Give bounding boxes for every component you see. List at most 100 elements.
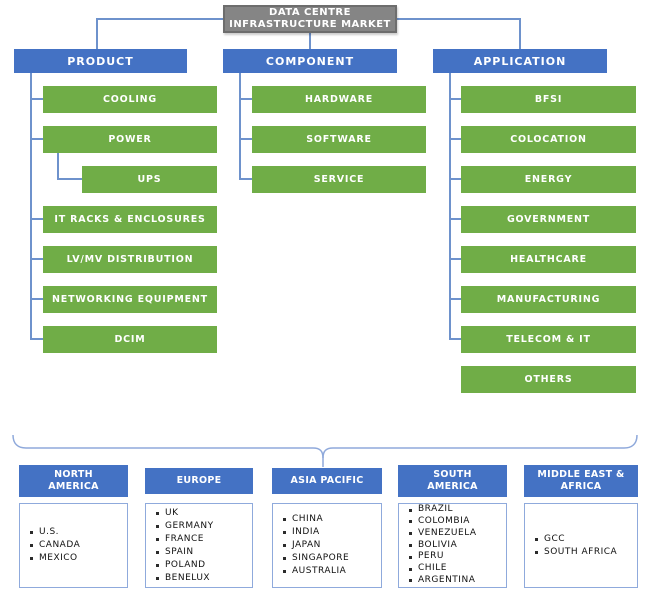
list-item: CANADA xyxy=(30,539,127,552)
country-label: COLOMBIA xyxy=(418,516,470,527)
country-label: SPAIN xyxy=(165,546,194,557)
country-label: JAPAN xyxy=(292,540,321,550)
connector-line xyxy=(239,98,252,100)
node-energy: ENERGY xyxy=(461,166,636,193)
country-label: BOLIVIA xyxy=(418,539,458,550)
node-label: SOFTWARE xyxy=(306,134,372,145)
branch-header-application: APPLICATION xyxy=(433,49,607,73)
connector-line xyxy=(30,298,43,300)
connector-line xyxy=(57,178,82,180)
node-cooling: COOLING xyxy=(43,86,217,113)
country-label: BRAZIL xyxy=(418,504,454,515)
connector-line xyxy=(30,258,43,260)
node-label: LV/MV DISTRIBUTION xyxy=(66,254,194,265)
node-label: COLOCATION xyxy=(510,134,587,145)
list-item: ARGENTINA xyxy=(409,575,506,587)
connector-line xyxy=(449,178,461,180)
connector-line xyxy=(449,218,461,220)
node-lvmv-distribution: LV/MV DISTRIBUTION xyxy=(43,246,217,273)
connector-line xyxy=(30,138,43,140)
country-label: SINGAPORE xyxy=(292,553,350,563)
list-item: GERMANY xyxy=(156,520,252,533)
list-item: SPAIN xyxy=(156,546,252,559)
country-label: UK xyxy=(165,507,179,518)
region-list-middle-east-africa: GCC SOUTH AFRICA xyxy=(524,503,638,588)
root-node-label: DATA CENTRE INFRASTRUCTURE MARKET xyxy=(229,7,391,30)
bullet-icon xyxy=(283,557,286,560)
country-label: VENEZUELA xyxy=(418,527,477,538)
node-power: POWER xyxy=(43,126,217,153)
connector-line xyxy=(96,18,223,20)
node-government: GOVERNMENT xyxy=(461,206,636,233)
country-label: BENELUX xyxy=(165,572,211,583)
list-item: INDIA xyxy=(283,526,381,539)
bullet-icon xyxy=(535,550,538,554)
connector-line xyxy=(396,18,521,20)
branch-label: APPLICATION xyxy=(473,54,567,68)
bullet-icon xyxy=(156,511,159,515)
list-item: CHILE xyxy=(409,563,506,575)
list-item: BRAZIL xyxy=(409,504,506,516)
country-label: CHILE xyxy=(418,563,447,574)
node-software: SOFTWARE xyxy=(252,126,426,153)
region-header-south-america: SOUTH AMERICA xyxy=(398,465,507,497)
connector-line xyxy=(239,73,241,180)
curly-brace xyxy=(12,434,638,467)
node-label: HEALTHCARE xyxy=(510,254,587,265)
connector-line xyxy=(239,138,252,140)
list-item: JAPAN xyxy=(283,539,381,552)
list-item: SINGAPORE xyxy=(283,552,381,565)
node-networking-equipment: NETWORKING EQUIPMENT xyxy=(43,286,217,313)
node-label: OTHERS xyxy=(524,374,573,385)
connector-line xyxy=(309,33,311,49)
region-header-north-america: NORTH AMERICA xyxy=(19,465,128,497)
connector-line xyxy=(30,98,43,100)
region-list-south-america: BRAZIL COLOMBIA VENEZUELA BOLIVIA PERU C… xyxy=(398,503,507,588)
root-node: DATA CENTRE INFRASTRUCTURE MARKET xyxy=(223,5,397,33)
country-label: CANADA xyxy=(39,540,81,550)
region-header-middle-east-africa: MIDDLE EAST & AFRICA xyxy=(524,465,638,497)
region-label: SOUTH AMERICA xyxy=(427,469,478,492)
bullet-icon xyxy=(535,537,538,541)
node-ups: UPS xyxy=(82,166,217,193)
connector-line xyxy=(30,338,43,340)
bullet-icon xyxy=(156,537,159,541)
country-label: SOUTH AFRICA xyxy=(544,546,618,557)
bullet-icon xyxy=(283,531,286,534)
country-label: CHINA xyxy=(292,514,324,524)
bullet-icon xyxy=(30,531,33,534)
node-dcim: DCIM xyxy=(43,326,217,353)
bullet-icon xyxy=(409,520,412,524)
country-label: POLAND xyxy=(165,559,206,570)
list-item: POLAND xyxy=(156,559,252,572)
bullet-icon xyxy=(409,579,412,583)
connector-line xyxy=(30,73,32,340)
node-label: UPS xyxy=(137,174,162,185)
branch-label: PRODUCT xyxy=(67,54,134,68)
connector-line xyxy=(239,178,252,180)
country-label: U.S. xyxy=(39,527,60,537)
node-telecom-it: TELECOM & IT xyxy=(461,326,636,353)
region-label: ASIA PACIFIC xyxy=(290,475,364,486)
country-label: FRANCE xyxy=(165,533,204,544)
node-label: TELECOM & IT xyxy=(506,334,591,345)
connector-line xyxy=(449,338,461,340)
country-label: MEXICO xyxy=(39,553,78,563)
list-item: SOUTH AFRICA xyxy=(535,546,637,559)
bullet-icon xyxy=(409,544,412,547)
list-item: MEXICO xyxy=(30,552,127,565)
branch-label: COMPONENT xyxy=(265,54,355,68)
node-label: NETWORKING EQUIPMENT xyxy=(52,294,208,305)
connector-line xyxy=(30,218,43,220)
bullet-icon xyxy=(156,576,159,580)
branch-header-product: PRODUCT xyxy=(14,49,187,73)
list-item: BOLIVIA xyxy=(409,540,506,552)
connector-line xyxy=(449,298,461,300)
bullet-icon xyxy=(283,544,286,547)
bullet-icon xyxy=(283,570,286,573)
node-label: COOLING xyxy=(102,94,158,105)
region-label: NORTH AMERICA xyxy=(48,469,99,492)
country-label: GCC xyxy=(544,533,566,544)
node-colocation: COLOCATION xyxy=(461,126,636,153)
